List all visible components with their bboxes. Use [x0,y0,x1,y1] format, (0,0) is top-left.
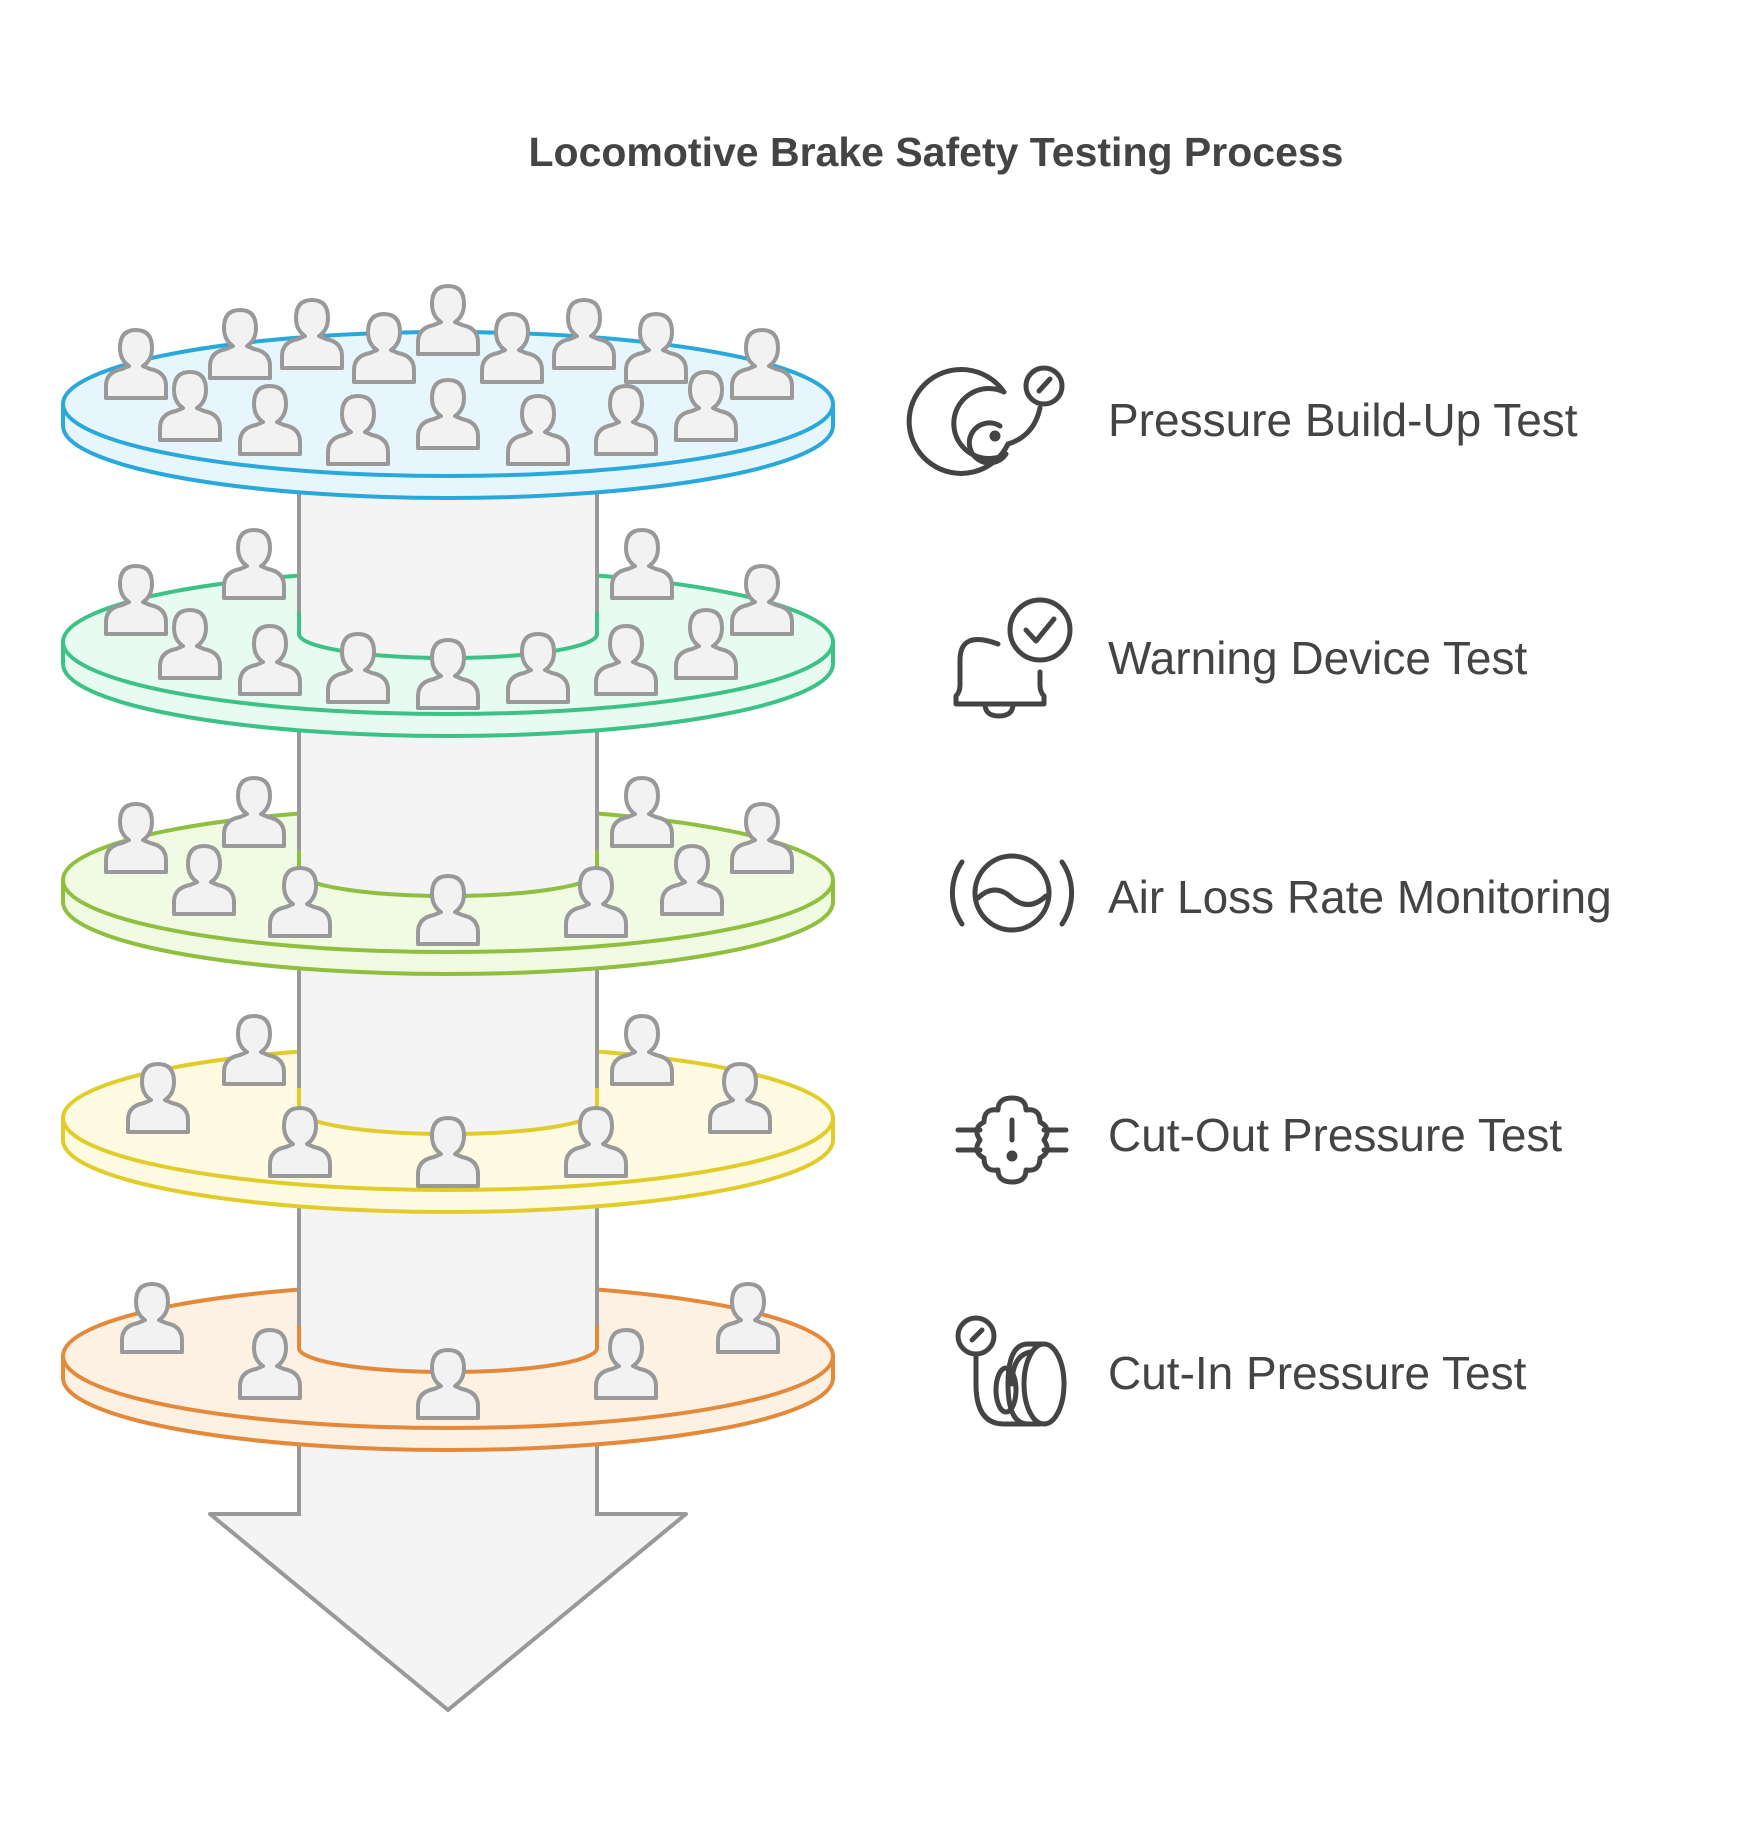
bell-check-icon [953,597,1073,719]
step-label-cut-out-pressure: Cut-Out Pressure Test [1108,1109,1562,1161]
pressure-gauge-spiral-icon [906,365,1065,476]
shaft-segment [299,466,597,658]
layer-warning-device [61,466,835,738]
step-label-warning-device: Warning Device Test [1108,632,1527,684]
air-level-gauge-icon [950,853,1074,933]
gauge-coil-icon [955,1315,1067,1427]
person-icon [416,284,480,356]
layer-air-loss-rate [61,704,835,976]
shaft-segment [299,704,597,896]
person-icon [222,528,286,600]
person-icon [222,1014,286,1086]
layer-cut-out-pressure [61,942,835,1214]
step-label-pressure-build-up: Pressure Build-Up Test [1108,394,1578,446]
person-icon [222,776,286,848]
diagram-title: Locomotive Brake Safety Testing Process [529,129,1344,175]
step-label-cut-in-pressure: Cut-In Pressure Test [1108,1347,1527,1399]
layer-pressure-build-up [61,284,835,500]
shaft-segment [299,942,597,1134]
shaft-segment [299,1180,597,1372]
person-icon [610,528,674,600]
pressure-alert-valve-icon [955,1095,1069,1185]
layer-cut-in-pressure [61,1180,835,1452]
person-icon [610,1014,674,1086]
person-icon [610,776,674,848]
step-label-air-loss-rate: Air Loss Rate Monitoring [1108,871,1612,923]
